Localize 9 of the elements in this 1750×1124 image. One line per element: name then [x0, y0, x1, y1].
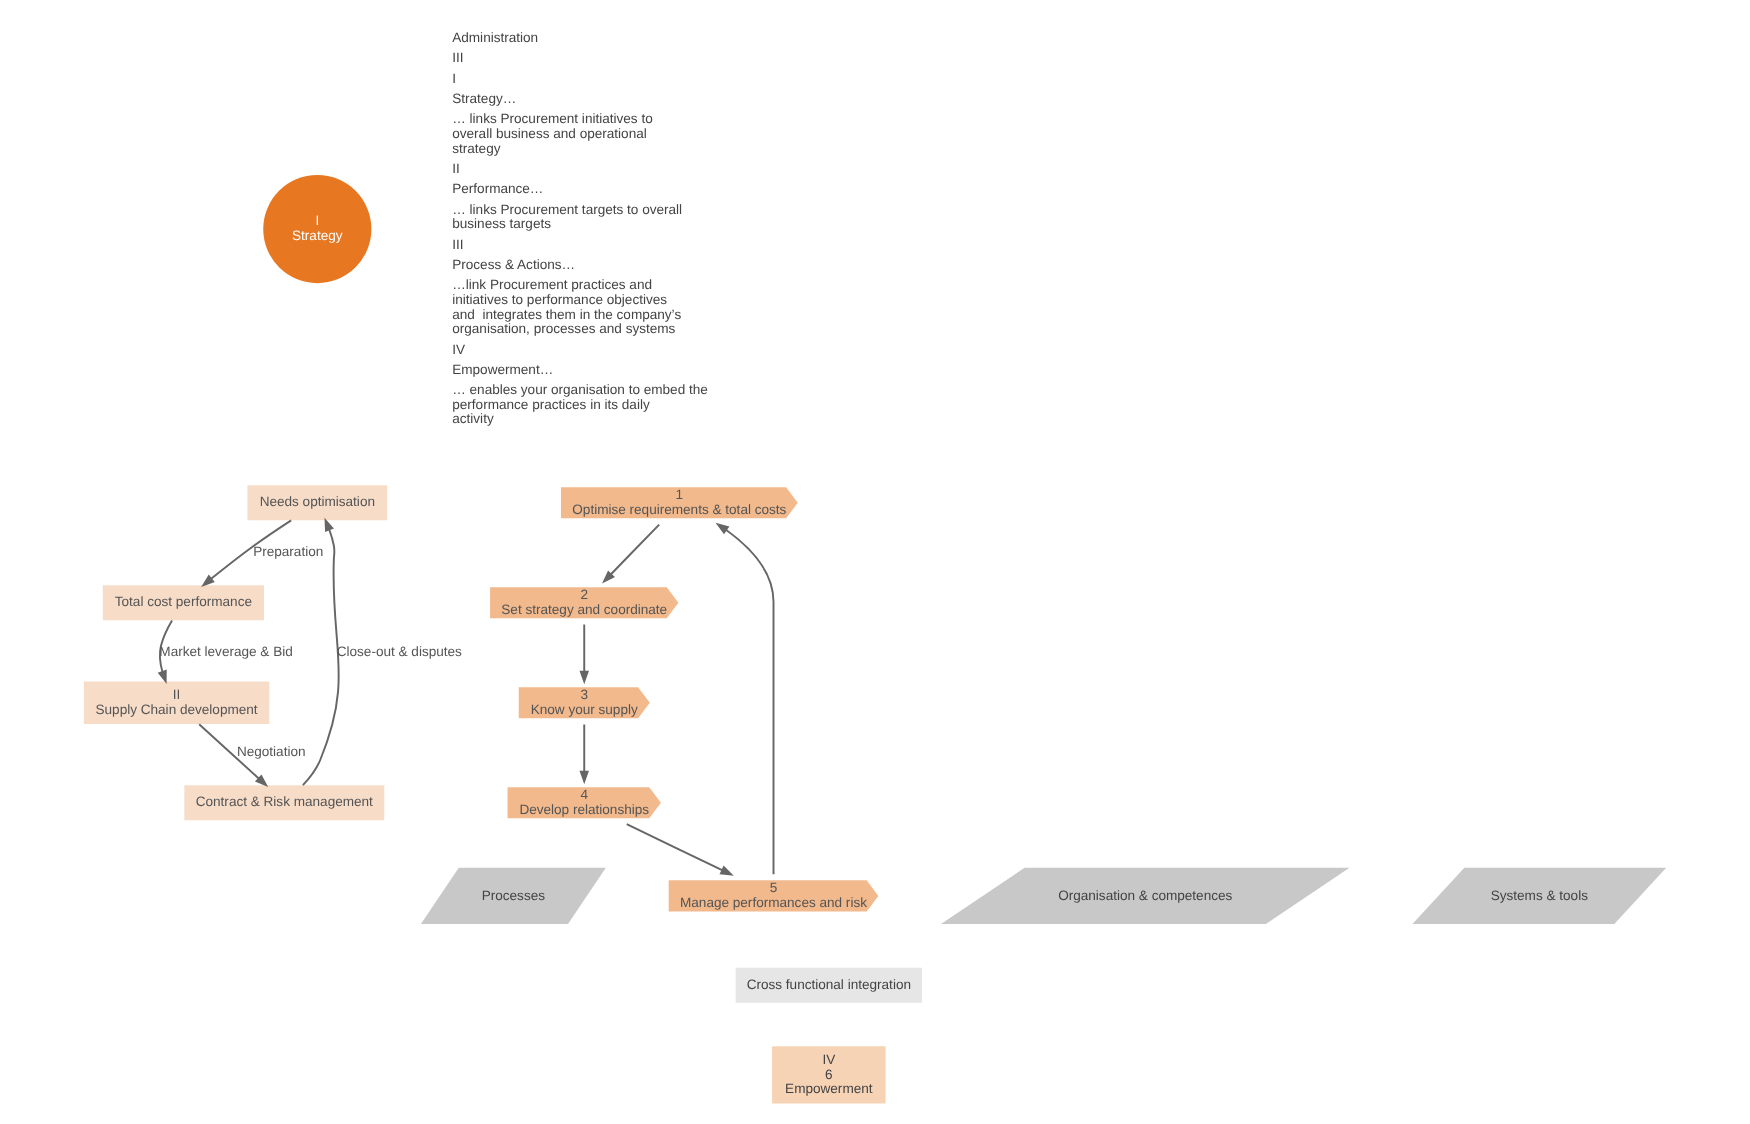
arrow	[625, 823, 734, 876]
arrow	[301, 517, 340, 787]
arrow	[201, 519, 293, 587]
arrow	[157, 619, 173, 684]
arrow	[715, 522, 775, 876]
arrow	[579, 623, 589, 685]
arrow	[579, 723, 589, 785]
arrow	[198, 723, 269, 788]
arrow	[602, 523, 661, 584]
